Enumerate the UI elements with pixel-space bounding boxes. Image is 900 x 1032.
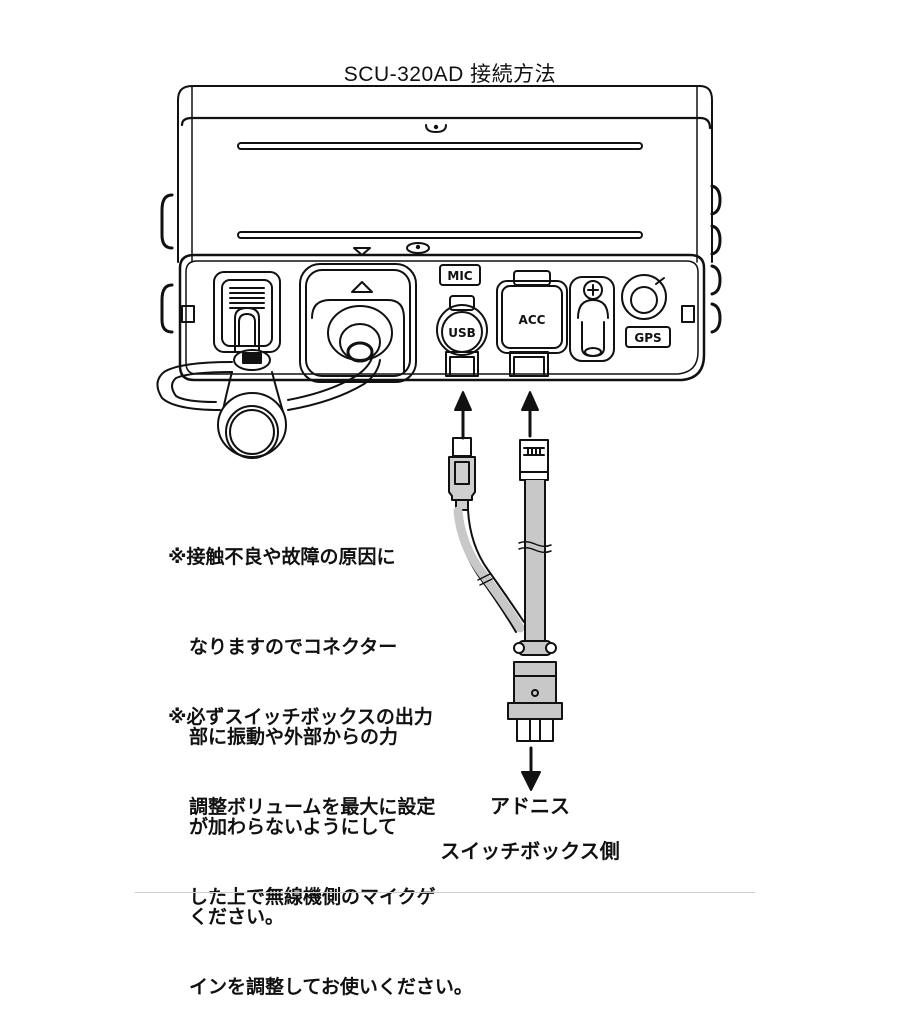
note-line: 調整ボリュームを最大に設定	[189, 796, 436, 818]
acc-port	[496, 270, 568, 377]
note-line: 部に振動や外部からの力	[189, 726, 399, 748]
cable-strain-loop	[156, 349, 381, 459]
mic-connector	[299, 263, 417, 383]
note-line: が加わらないようにして	[189, 816, 398, 838]
destination-brand: アドニス	[490, 794, 570, 818]
usb-arrow-up	[454, 391, 472, 440]
note-line: ※接触不良や故障の原因に	[168, 546, 396, 568]
gps-port	[621, 274, 671, 348]
acc-cable	[518, 439, 552, 646]
diagram-title: SCU-320AD 接続方法	[343, 63, 557, 86]
destination-side-label: スイッチボックス側	[440, 839, 620, 863]
power-connector	[213, 271, 281, 353]
acc-arrow-up	[521, 391, 539, 438]
mic-label	[439, 264, 481, 286]
note-line: インを調整してお使いください。	[189, 976, 473, 998]
switchbox-plug	[507, 640, 563, 742]
acc-port-label: ACC	[519, 313, 546, 327]
radio-body	[160, 85, 722, 334]
note-line: ※必ずスイッチボックスの出力	[168, 706, 433, 728]
note-marker: ※	[168, 706, 187, 728]
note-line: した上で無線機側のマイクゲ	[189, 886, 436, 908]
note-line: なりますのでコネクター	[189, 636, 398, 658]
bottom-divider	[135, 892, 755, 893]
usb-port-label: USB	[448, 326, 476, 340]
ext-jack	[569, 276, 615, 362]
usb-cable	[448, 437, 525, 633]
usb-port	[436, 295, 488, 377]
note-marker: ※	[168, 546, 187, 568]
down-arrow	[521, 746, 541, 791]
gps-port-label: GPS	[634, 331, 661, 345]
mic-port-label: MIC	[447, 269, 472, 283]
front-panel	[178, 253, 706, 382]
radio-connection-illustration: MIC USB ACC GPS	[156, 85, 722, 791]
